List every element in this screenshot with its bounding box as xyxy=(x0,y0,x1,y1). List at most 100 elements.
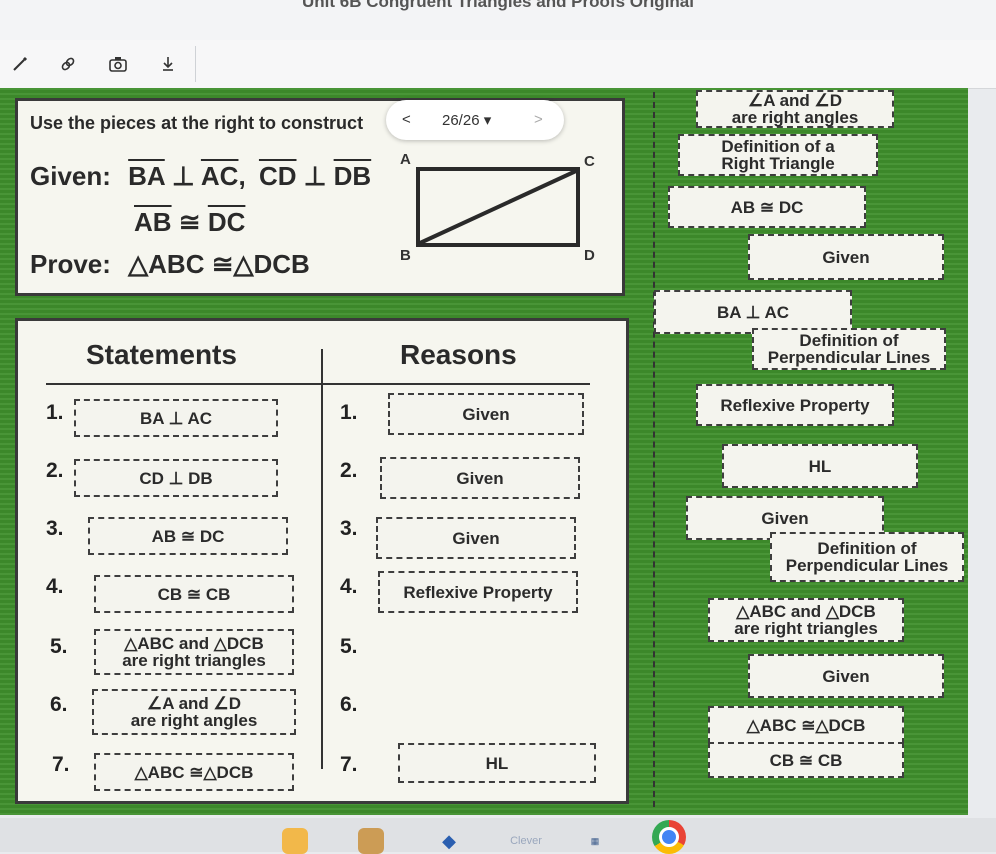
piece-text: Reflexive Property xyxy=(720,395,870,415)
piece-card[interactable]: AB ≅ DC xyxy=(668,186,866,228)
rectangle-diagram xyxy=(416,167,580,247)
piece-card[interactable]: Definition of Perpendicular Lines xyxy=(770,532,964,582)
statement-slot-7[interactable]: △ABC ≅△DCB xyxy=(94,753,294,791)
segment-ba: BA xyxy=(128,161,165,191)
camera-icon[interactable] xyxy=(104,50,132,78)
clever-icon[interactable]: Clever xyxy=(510,835,542,847)
reason-slot-3[interactable]: Given xyxy=(376,517,576,559)
reason-text: Given xyxy=(456,468,504,488)
reason-slot-7[interactable]: HL xyxy=(398,743,596,783)
app-icon[interactable]: ▦ xyxy=(590,835,600,846)
congruent-symbol: ≅ xyxy=(178,207,201,237)
reason-text: HL xyxy=(485,753,509,773)
vertex-b-label: B xyxy=(400,247,411,264)
statement-text: CD ⊥ DB xyxy=(139,468,213,488)
statement-number: 3. xyxy=(46,517,64,540)
vertex-c-label: C xyxy=(584,153,595,170)
given-line-2: AB ≅ DC xyxy=(134,207,245,238)
window-title-bar: Unit 6B Congruent Triangles and Proofs O… xyxy=(0,0,996,41)
piece-card[interactable]: CB ≅ CB xyxy=(708,742,904,778)
reason-number: 1. xyxy=(340,401,358,424)
piece-card[interactable]: Given xyxy=(748,234,944,280)
piece-text-line2: Perpendicular Lines xyxy=(785,556,949,575)
prove-statement: △ABC ≅△DCB xyxy=(128,249,310,279)
piece-card[interactable]: Reflexive Property xyxy=(696,384,894,426)
folder-icon[interactable] xyxy=(282,828,308,854)
piece-text: ∠A and ∠D xyxy=(747,91,843,110)
statements-header: Statements xyxy=(86,339,237,370)
piece-card[interactable]: △ABC ≅△DCB xyxy=(708,706,904,744)
piece-text: Definition of a xyxy=(721,137,835,156)
pen-icon[interactable] xyxy=(6,50,34,78)
link-icon[interactable] xyxy=(54,50,82,78)
statement-text: BA ⊥ AC xyxy=(139,408,213,428)
perp-symbol: ⊥ xyxy=(171,161,195,191)
statement-slot-4[interactable]: CB ≅ CB xyxy=(94,575,294,613)
piece-text-line2: are right angles xyxy=(731,108,859,127)
piece-card[interactable]: BA ⊥ AC xyxy=(654,290,852,334)
next-page-button[interactable]: > xyxy=(534,111,543,128)
reason-text: Given xyxy=(452,528,500,548)
toolbar xyxy=(0,40,996,89)
reason-number: 7. xyxy=(340,753,358,776)
piece-text: Given xyxy=(822,666,870,686)
taskbar-dock: ◆ Clever ▦ xyxy=(0,818,996,854)
reason-slot-2[interactable]: Given xyxy=(380,457,580,499)
statement-text: AB ≅ DC xyxy=(151,526,225,546)
reason-number: 6. xyxy=(340,693,358,716)
segment-ab: AB xyxy=(134,207,172,237)
statement-number: 4. xyxy=(46,575,64,598)
piece-card[interactable]: HL xyxy=(722,444,918,488)
piece-text: AB ≅ DC xyxy=(730,197,804,217)
segment-cd: CD xyxy=(258,161,297,191)
proof-panel: Statements Reasons 1. 2. 3. 4. 5. 6. 7. … xyxy=(15,318,629,804)
reason-number: 2. xyxy=(340,459,358,482)
instruction-text: Use the pieces at the right to construct xyxy=(30,113,364,133)
piece-card[interactable]: ∠A and ∠D are right angles xyxy=(696,90,894,128)
statement-slot-3[interactable]: AB ≅ DC xyxy=(88,517,288,555)
given-prove-panel: Use the pieces at the right to construct… xyxy=(15,98,625,296)
given-line-1: Given: BA ⊥ AC, CD ⊥ DB xyxy=(30,161,371,192)
statement-text: ∠A and ∠D xyxy=(146,694,242,713)
statement-slot-6[interactable]: ∠A and ∠D are right angles xyxy=(92,689,296,735)
chrome-icon[interactable] xyxy=(652,820,686,854)
statement-number: 5. xyxy=(50,635,68,658)
piece-area-divider xyxy=(653,92,657,807)
statement-text: △ABC ≅△DCB xyxy=(134,762,254,782)
piece-card[interactable]: Given xyxy=(748,654,944,698)
page-pager: < 26/26 ▾ > xyxy=(386,100,564,140)
statement-slot-2[interactable]: CD ⊥ DB xyxy=(74,459,278,497)
drop-icon[interactable]: ◆ xyxy=(442,830,456,851)
page-indicator[interactable]: 26/26 ▾ xyxy=(442,112,492,129)
prev-page-button[interactable]: < xyxy=(402,111,411,128)
statement-slot-1[interactable]: BA ⊥ AC xyxy=(74,399,278,437)
reason-number: 5. xyxy=(340,635,358,658)
piece-text: Definition of xyxy=(799,331,899,350)
statement-slot-5[interactable]: △ABC and △DCB are right triangles xyxy=(94,629,294,675)
piece-text-line2: Perpendicular Lines xyxy=(767,348,931,367)
slide-canvas: Use the pieces at the right to construct… xyxy=(0,88,968,815)
table-column-divider xyxy=(321,349,323,769)
statement-number: 1. xyxy=(46,401,64,424)
segment-ac: AC xyxy=(200,161,239,191)
piece-text: Given xyxy=(822,247,870,267)
piece-text: BA ⊥ AC xyxy=(716,302,790,322)
statement-text: CB ≅ CB xyxy=(157,584,231,604)
given-label: Given: xyxy=(30,161,111,191)
vertex-d-label: D xyxy=(584,247,595,264)
statement-number: 2. xyxy=(46,459,64,482)
notes-icon[interactable] xyxy=(358,828,384,854)
piece-text: △ABC and △DCB xyxy=(736,602,876,621)
reason-slot-1[interactable]: Given xyxy=(388,393,584,435)
reason-number: 3. xyxy=(340,517,358,540)
piece-text-line2: Right Triangle xyxy=(721,154,835,173)
piece-card[interactable]: Definition of a Right Triangle xyxy=(678,134,878,176)
perp-symbol-2: ⊥ xyxy=(303,161,327,191)
segment-dc: DC xyxy=(207,207,246,237)
table-header-rule xyxy=(46,383,590,385)
piece-card[interactable]: Definition of Perpendicular Lines xyxy=(752,328,946,370)
reason-slot-4[interactable]: Reflexive Property xyxy=(378,571,578,613)
statement-number: 7. xyxy=(52,753,70,776)
piece-card[interactable]: △ABC and △DCB are right triangles xyxy=(708,598,904,642)
download-icon[interactable] xyxy=(154,50,182,78)
